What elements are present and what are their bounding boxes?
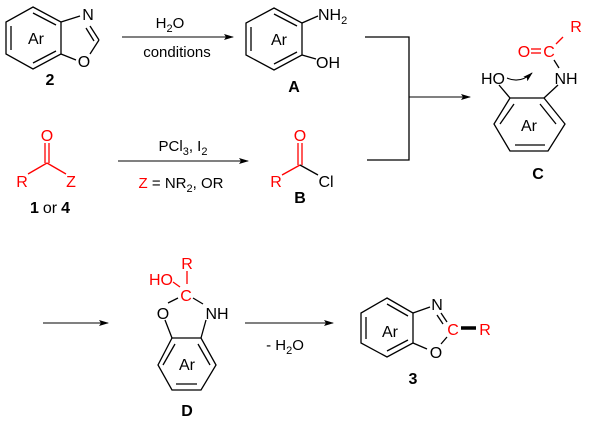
bond <box>164 319 173 339</box>
compound-D: R HO C O NH Ar D <box>149 256 229 420</box>
compound-letter: B <box>294 190 306 207</box>
compound-3: Ar N C R O 3 <box>360 297 491 388</box>
bond <box>498 84 511 99</box>
atom-r: R <box>181 256 193 273</box>
bond <box>60 53 77 61</box>
bond <box>301 15 319 24</box>
bracket <box>365 36 410 161</box>
atom-r: R <box>16 174 28 191</box>
atom-o: O <box>430 345 442 362</box>
atom-z: Z <box>66 174 76 191</box>
bond <box>412 342 428 350</box>
bond <box>440 336 448 345</box>
bond <box>281 164 301 176</box>
atom-c: C <box>180 288 192 305</box>
atom-o: O <box>41 128 53 145</box>
ring-label: Ar <box>382 324 399 341</box>
atom-r: R <box>479 322 491 339</box>
atom-o: O <box>294 128 306 145</box>
atom-r: R <box>270 174 282 191</box>
compound-letter: A <box>288 79 300 96</box>
hydroxyl-group: OH <box>316 55 340 72</box>
reaction-arrow-chlorination: PCl3, I2 Z = NR2, OR <box>118 138 249 195</box>
reaction-conditions: conditions <box>143 44 211 61</box>
hydroxyl-group: HO <box>149 272 173 289</box>
atom-o: O <box>157 306 169 323</box>
reagents: PCl3, I2 <box>159 138 208 158</box>
bond <box>301 54 317 60</box>
bond <box>89 25 100 41</box>
hydroxyl-group: HO <box>481 71 505 88</box>
compound-number: 2 <box>46 72 55 89</box>
bond <box>543 84 559 99</box>
ring-label: Ar <box>271 32 288 49</box>
bond <box>200 319 207 339</box>
compound-2: Ar N O 2 <box>5 6 100 89</box>
atom-c: C <box>447 322 459 339</box>
byproduct-water: - H2O <box>266 337 304 357</box>
bond <box>60 15 81 23</box>
ring-label: Ar <box>28 31 45 48</box>
bond <box>436 314 444 325</box>
compound-A: Ar NH2 OH A <box>245 7 347 96</box>
substituent-definition: Z = NR2, OR <box>139 175 224 195</box>
combination-bracket <box>365 36 471 161</box>
bond <box>299 164 319 176</box>
curved-arrow-nucleophilic-attack <box>506 72 533 82</box>
bond <box>46 162 67 175</box>
reaction-arrow-dehydration: - H2O <box>245 320 334 357</box>
bond <box>27 162 48 175</box>
amine-nh: NH <box>205 306 228 323</box>
bond <box>167 297 179 304</box>
atom-n: N <box>82 7 94 24</box>
bond <box>192 297 204 305</box>
benzene-ring <box>360 297 414 358</box>
atom-o: O <box>78 54 90 71</box>
ring-label: Ar <box>521 118 538 135</box>
bond <box>555 36 564 45</box>
amide-nh: NH <box>554 71 577 88</box>
compound-C: R O C HO NH Ar C <box>481 19 582 183</box>
atom-c: C <box>543 44 555 61</box>
bond <box>553 59 560 69</box>
amine-group: NH2 <box>318 7 347 27</box>
bond <box>412 306 431 314</box>
compound-number: 3 <box>409 371 418 388</box>
ring-label: Ar <box>179 357 196 374</box>
atom-o: O <box>518 44 530 61</box>
atom-cl: Cl <box>318 174 333 191</box>
compound-B: O R Cl B <box>270 128 333 207</box>
bond <box>440 312 448 323</box>
bond <box>172 281 181 288</box>
bond <box>89 39 100 55</box>
compound-letter: D <box>181 403 193 420</box>
bond <box>85 27 95 42</box>
atom-n: N <box>431 297 443 314</box>
reagent-water: H2O <box>156 15 185 35</box>
reaction-arrow-hydrolysis: H2O conditions <box>122 15 234 61</box>
compound-letter: C <box>532 166 544 183</box>
atom-r: R <box>570 19 582 36</box>
